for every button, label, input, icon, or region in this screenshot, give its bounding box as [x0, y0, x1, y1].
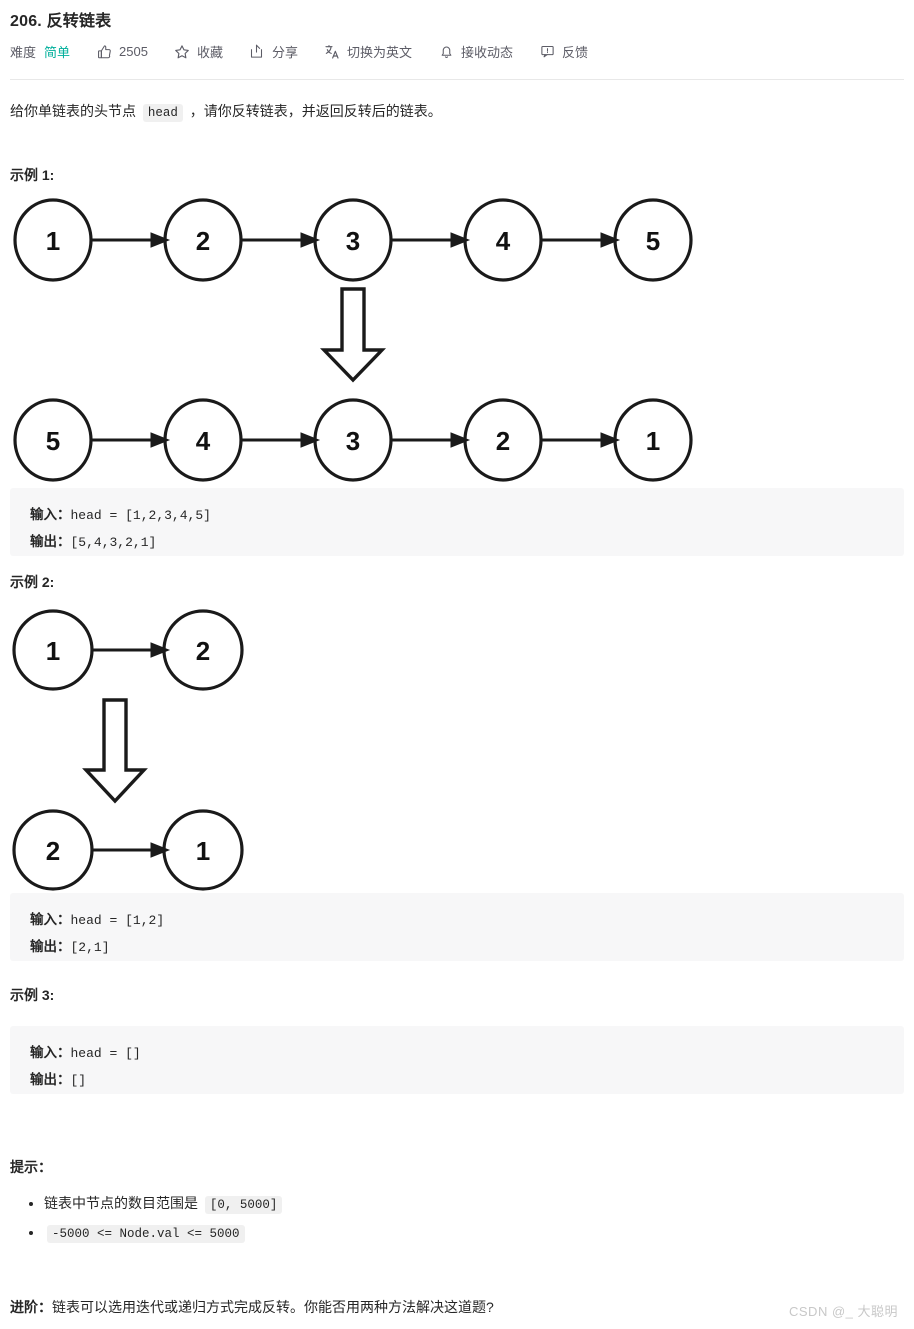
thumbs-up-icon [96, 44, 112, 60]
example-1-output-value: [5,4,3,2,1] [70, 535, 157, 550]
node-label: 2 [196, 226, 210, 256]
header-divider [10, 79, 904, 80]
like-count: 2505 [119, 44, 148, 59]
down-block-arrow-icon [319, 287, 387, 383]
switch-language-button[interactable]: 切换为英文 [324, 42, 412, 61]
example-2-input-value: head = [1,2] [70, 913, 165, 928]
subscribe-button[interactable]: 接收动态 [438, 42, 513, 61]
translate-icon [324, 44, 340, 60]
hint-item: -5000 <= Node.val <= 5000 [44, 1219, 285, 1248]
node-label: 3 [346, 226, 360, 256]
example-1-code-block: 输入：head = [1,2,3,4,5] 输出：[5,4,3,2,1] [10, 488, 904, 556]
share-label: 分享 [271, 45, 298, 60]
share-button[interactable]: 分享 [249, 42, 298, 61]
node-label: 2 [196, 636, 210, 666]
hint-code: -5000 <= Node.val <= 5000 [47, 1225, 245, 1243]
inline-code-head: head [142, 104, 183, 122]
down-block-arrow-icon [82, 698, 148, 804]
description-text-after: ，请你反转链表，并返回反转后的链表。 [189, 103, 442, 119]
hints-list: 链表中节点的数目范围是 [0, 5000] -5000 <= Node.val … [10, 1190, 285, 1248]
description-text-before: 给你单链表的头节点 [10, 103, 136, 119]
node-label: 1 [646, 426, 660, 456]
subscribe-label: 接收动态 [461, 45, 514, 60]
hints-heading: 提示： [10, 1159, 52, 1175]
node-label: 4 [196, 426, 211, 456]
example-2-output-label: 输出： [30, 939, 71, 954]
feedback-button[interactable]: 反馈 [539, 42, 588, 61]
example-1-heading: 示例 1: [10, 167, 55, 183]
favorite-label: 收藏 [196, 45, 223, 60]
example-1-output-label: 输出： [30, 534, 71, 549]
example-1-diagram: 1 2 3 4 5 5 4 3 2 1 [10, 195, 710, 495]
share-icon [249, 44, 265, 60]
problem-meta-bar: 难度 简单 2505 收藏 分享 [10, 42, 588, 61]
example-3-output-value: [] [70, 1073, 87, 1088]
page-title: 206. 反转链表 [10, 13, 112, 30]
difficulty-value: 简单 [44, 45, 71, 60]
feedback-icon [539, 44, 555, 60]
favorite-button[interactable]: 收藏 [174, 42, 223, 61]
node-label: 1 [46, 226, 60, 256]
node-label: 4 [496, 226, 511, 256]
node-label: 5 [46, 426, 60, 456]
node-label: 2 [496, 426, 510, 456]
example-2-code-block: 输入：head = [1,2] 输出：[2,1] [10, 893, 904, 961]
node-label: 5 [646, 226, 660, 256]
node-label: 1 [196, 836, 210, 866]
example-3-code-block: 输入：head = [] 输出：[] [10, 1026, 904, 1094]
linked-list-svg-example-1: 1 2 3 4 5 5 4 3 2 1 [13, 198, 693, 482]
hint-item: 链表中节点的数目范围是 [0, 5000] [44, 1190, 285, 1219]
example-3-input-label: 输入： [30, 1045, 71, 1060]
feedback-label: 反馈 [562, 45, 589, 60]
problem-description: 给你单链表的头节点 head ，请你反转链表，并返回反转后的链表。 [10, 100, 442, 124]
difficulty-label: 难度 [10, 45, 37, 60]
like-button[interactable]: 2505 [96, 44, 148, 60]
example-2-heading: 示例 2: [10, 574, 55, 590]
example-1-input-label: 输入： [30, 507, 71, 522]
example-2-input-label: 输入： [30, 912, 71, 927]
node-label: 1 [46, 636, 60, 666]
followup-text: 进阶：链表可以选用迭代或递归方式完成反转。你能否用两种方法解决这道题? [10, 1296, 494, 1318]
bell-icon [438, 44, 454, 60]
example-3-heading: 示例 3: [10, 987, 55, 1003]
followup-label: 进阶： [10, 1299, 52, 1315]
switch-language-label: 切换为英文 [346, 45, 412, 60]
example-1-input-value: head = [1,2,3,4,5] [70, 508, 211, 523]
csdn-watermark: CSDN @_ 大聪明 [789, 1304, 898, 1319]
followup-body: 链表可以选用迭代或递归方式完成反转。你能否用两种方法解决这道题? [52, 1299, 494, 1315]
hint-text: 链表中节点的数目范围是 [44, 1195, 202, 1211]
example-3-output-label: 输出： [30, 1072, 71, 1087]
difficulty-badge: 难度 简单 [10, 42, 70, 61]
example-2-output-value: [2,1] [70, 940, 110, 955]
node-label: 2 [46, 836, 60, 866]
linked-list-svg-example-2: 1 2 2 1 [12, 609, 244, 891]
example-2-diagram: 1 2 2 1 [10, 605, 310, 895]
example-3-input-value: head = [] [70, 1046, 141, 1061]
hint-code: [0, 5000] [204, 1196, 283, 1214]
node-label: 3 [346, 426, 360, 456]
star-icon [174, 44, 190, 60]
